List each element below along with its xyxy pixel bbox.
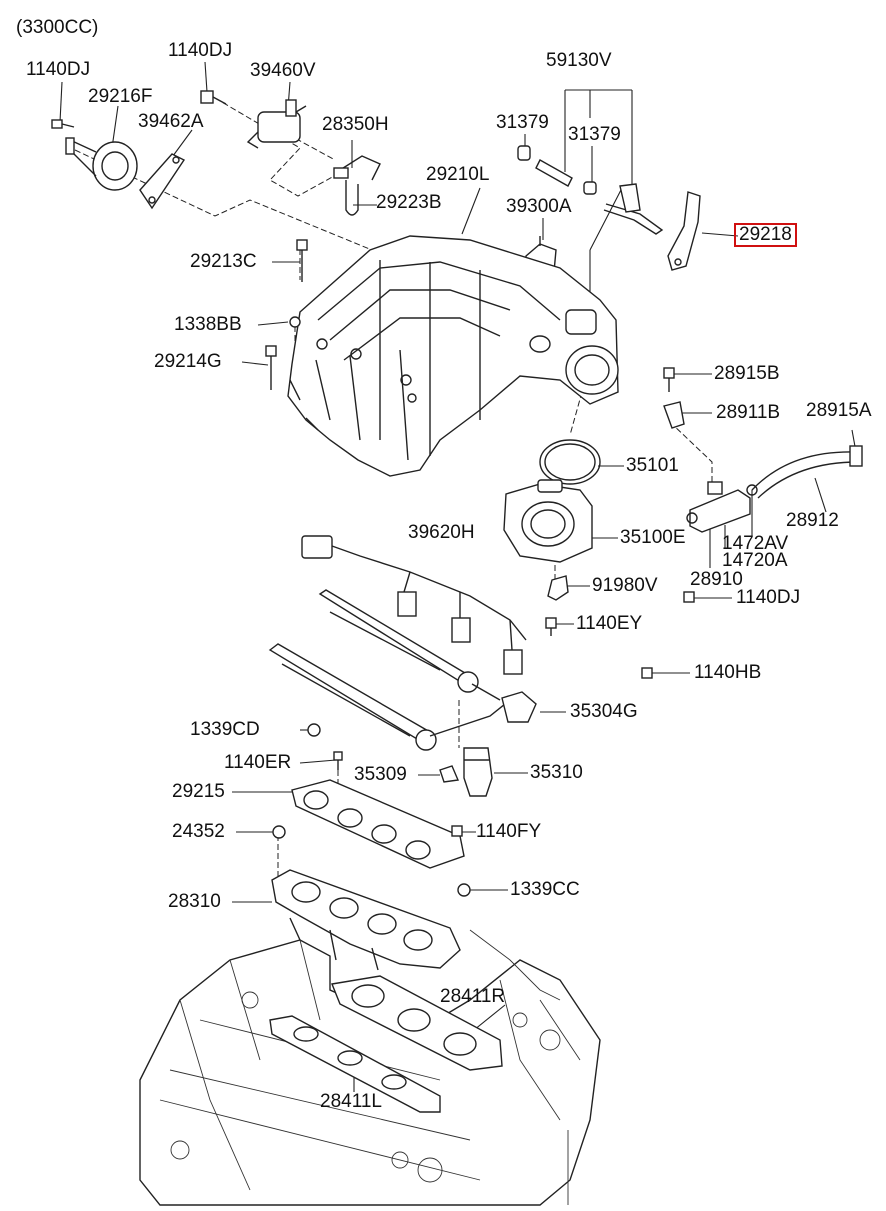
label-28915A[interactable]: 28915A: [806, 400, 872, 421]
label-1339CC[interactable]: 1339CC: [510, 879, 580, 900]
label-28910[interactable]: 28910: [690, 569, 743, 590]
nut-1339CD: [307, 723, 321, 737]
fuel-rail-upper: [318, 589, 479, 693]
label-1140EY[interactable]: 1140EY: [576, 613, 643, 634]
leader-lines: [59, 61, 857, 1092]
clamp-1472AV: [746, 484, 758, 496]
hose-29223B: [345, 180, 359, 216]
label-1140FY[interactable]: 1140FY: [476, 821, 542, 842]
label-24352[interactable]: 24352: [172, 821, 225, 842]
bracket-39462A: [139, 153, 186, 210]
label-29213C[interactable]: 29213C: [190, 251, 257, 272]
bolt-1140DJ-right: [683, 591, 695, 603]
label-29210L[interactable]: 29210L: [426, 164, 490, 185]
engine-block: [139, 929, 601, 1206]
harness-39620H: [301, 535, 527, 675]
label-1338BB[interactable]: 1338BB: [174, 314, 242, 335]
gasket-28411R: [331, 975, 503, 1071]
hose-fittings-59130V: [517, 145, 664, 235]
throttle-body-35100E: [503, 479, 593, 563]
label-28915B[interactable]: 28915B: [714, 363, 780, 384]
label-1339CD[interactable]: 1339CD: [190, 719, 260, 740]
actuator-29216F: [65, 137, 138, 191]
bracket-29218: [667, 191, 701, 271]
bolt-29214G: [265, 345, 277, 390]
label-28310[interactable]: 28310: [168, 891, 221, 912]
bolt-29213C: [296, 239, 308, 282]
label-1140DJ-top[interactable]: 1140DJ: [168, 40, 233, 61]
label-1140HB[interactable]: 1140HB: [694, 662, 762, 683]
sensor-91980V: [547, 575, 569, 601]
injector-35310: [463, 747, 493, 797]
bolt-1140DJ-left: [51, 119, 75, 129]
label-31379-a[interactable]: 31379: [496, 112, 549, 133]
nut-1339CC: [457, 883, 471, 897]
lower-manifold-28310: [271, 869, 461, 971]
label-1472AV[interactable]: 1472AV: [722, 533, 789, 554]
label-39300A[interactable]: 39300A: [506, 196, 572, 217]
label-29216F[interactable]: 29216F: [88, 86, 153, 107]
label-28911B[interactable]: 28911B: [716, 402, 781, 423]
intake-manifold-29210L: [287, 235, 619, 477]
label-39620H[interactable]: 39620H: [408, 522, 475, 543]
screw-1140ER: [333, 751, 343, 770]
label-35309[interactable]: 35309: [354, 764, 407, 785]
screw-1140FY: [451, 825, 463, 837]
stud-24352: [272, 825, 286, 839]
hose-28350H: [333, 155, 381, 181]
label-28411R[interactable]: 28411R: [440, 986, 506, 1007]
clip-35309: [439, 765, 460, 783]
label-39462A[interactable]: 39462A: [138, 111, 204, 132]
label-29223B[interactable]: 29223B: [376, 192, 442, 213]
label-1140DJ-left[interactable]: 1140DJ: [26, 59, 91, 80]
gasket-28411L: [269, 1015, 441, 1113]
hose-28912: [751, 445, 863, 499]
screw-1140EY: [545, 617, 557, 636]
label-35100E[interactable]: 35100E: [620, 527, 686, 548]
label-31379-b[interactable]: 31379: [568, 124, 621, 145]
gasket-35101: [539, 439, 601, 485]
nut-1338BB: [289, 316, 301, 328]
screw-1140HB: [641, 667, 653, 679]
engine-size-note: (3300CC): [16, 17, 99, 38]
label-29215[interactable]: 29215: [172, 781, 225, 802]
label-1140ER[interactable]: 1140ER: [224, 752, 292, 773]
gasket-29215: [291, 779, 465, 869]
label-28912[interactable]: 28912: [786, 510, 839, 531]
bracket-28911B: [663, 401, 685, 429]
label-91980V[interactable]: 91980V: [592, 575, 658, 596]
label-39460V[interactable]: 39460V: [250, 60, 316, 81]
label-59130V[interactable]: 59130V: [546, 50, 612, 71]
fuel-line-35304G: [429, 683, 537, 737]
label-35310[interactable]: 35310: [530, 762, 583, 783]
label-1140DJ-right[interactable]: 1140DJ: [736, 587, 801, 608]
bolt-1140DJ-top: [200, 90, 227, 105]
label-35304G[interactable]: 35304G: [570, 701, 638, 722]
label-28411L[interactable]: 28411L: [320, 1091, 382, 1112]
label-28350H[interactable]: 28350H: [322, 114, 389, 135]
label-29214G[interactable]: 29214G: [154, 351, 222, 372]
valve-28910: [686, 481, 751, 533]
solenoid-39460V: [246, 99, 307, 149]
label-14720A[interactable]: 14720A: [722, 550, 788, 571]
fuel-rail-lower: [268, 643, 437, 751]
label-29218-highlighted[interactable]: 29218: [734, 223, 797, 247]
screw-28915B: [663, 367, 675, 392]
label-35101[interactable]: 35101: [626, 455, 679, 476]
